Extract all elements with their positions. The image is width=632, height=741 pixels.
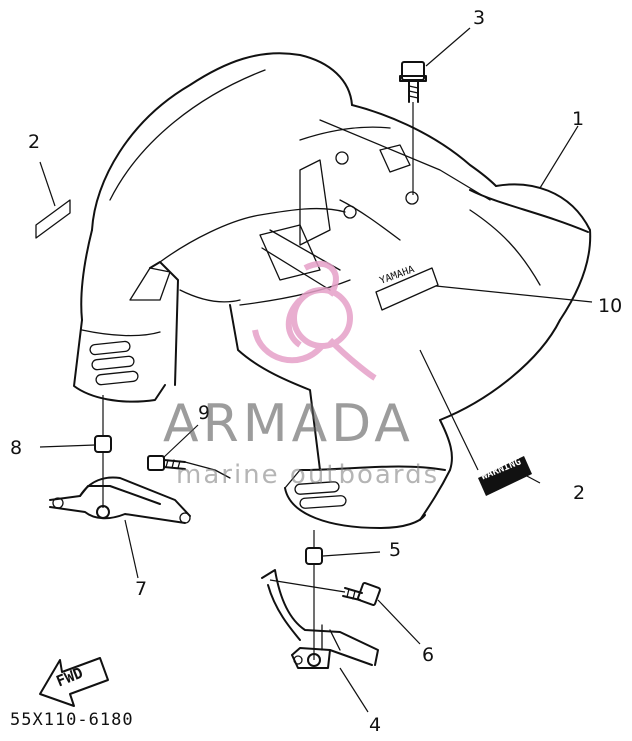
part-number-10: 10 <box>598 295 623 317</box>
part-number-8: 8 <box>10 437 23 459</box>
part-number-7: 7 <box>135 578 148 600</box>
decal-left <box>35 161 71 239</box>
bolt-part-3 <box>399 27 471 195</box>
part-number-6: 6 <box>422 644 435 666</box>
bolt-part-9 <box>147 424 231 479</box>
fwd-arrow <box>39 657 109 707</box>
decal-yamaha <box>375 267 439 311</box>
part-number-1: 1 <box>572 108 585 130</box>
bolt-part-6 <box>269 579 421 645</box>
watermark-tagline: marine outboards <box>176 460 440 490</box>
part-number-3: 3 <box>473 7 486 29</box>
part-number-9: 9 <box>198 402 211 424</box>
watermark-brand: ARMADA <box>163 394 414 454</box>
leader-decal-warning <box>419 349 479 471</box>
leader-part-1 <box>539 125 579 189</box>
leader-part-10 <box>435 285 593 303</box>
diagram-code: 55X110-6180 <box>10 710 134 730</box>
nut-part-5 <box>305 530 381 660</box>
part-number-2-right: 2 <box>573 482 586 504</box>
watermark-anchor-logo <box>252 260 377 381</box>
part-number-2-left: 2 <box>28 131 41 153</box>
part-number-4: 4 <box>369 714 382 736</box>
rear-fender <box>73 52 592 529</box>
stay-part-4 <box>261 569 379 713</box>
decal-warning <box>478 456 532 496</box>
leader-part-2-right <box>524 474 541 484</box>
part-number-5: 5 <box>389 539 402 561</box>
stay-part-7 <box>39 395 191 579</box>
